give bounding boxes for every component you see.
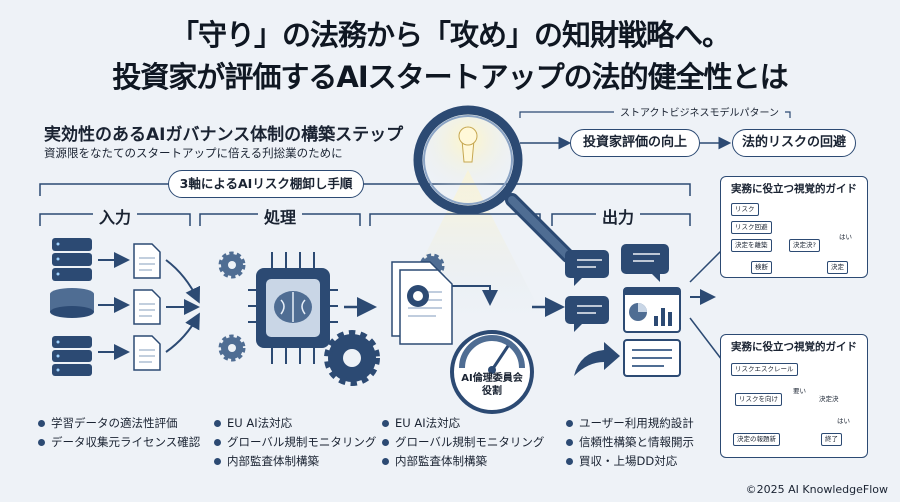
input-bullets: 学習データの適法性評価 データ収集元ライセンス確認: [38, 414, 200, 452]
server-icon: [50, 238, 94, 376]
flow-node: 終了: [821, 433, 842, 446]
document-icon: [391, 261, 453, 345]
list-item: ユーザー利用規約設計: [566, 414, 694, 433]
credit-text: ©2025 AI KnowledgeFlow: [745, 483, 888, 496]
flow-node: 決定: [827, 261, 848, 274]
list-item: EU AI法対応: [214, 414, 376, 433]
legal-risk-pill: 法的リスクの回避: [732, 129, 856, 157]
list-item: グローバル規制モニタリング: [214, 433, 376, 452]
list-item: 信頼性構築と情報開示: [566, 433, 694, 452]
list-item: 内部監査体制構築: [382, 452, 544, 471]
visual-guide-2: 実務に役立つ視覚的ガイド リスクエスクレール リスクを向け 要い 決定決 はい …: [720, 334, 868, 458]
flow-label: はい: [839, 233, 852, 241]
document-icon: [133, 243, 161, 371]
flow-node: リスク: [731, 203, 759, 216]
section-title: 実効性のあるAIガバナンス体制の構築ステップ: [44, 125, 404, 145]
main-title-line2: 投資家が評価するAIスタートアップの法的健全性とは: [112, 60, 788, 94]
flow-label: 要い: [793, 387, 806, 395]
ethics-committee-badge: AI倫理委員会 役割: [452, 372, 532, 398]
column-head-process: 処理: [258, 204, 303, 228]
list-item: グローバル規制モニタリング: [382, 433, 544, 452]
list-item: データ収集元ライセンス確認: [38, 433, 200, 452]
flow-label: はい: [837, 417, 850, 425]
review-bullets: EU AI法対応 グローバル規制モニタリング 内部監査体制構築: [382, 414, 544, 471]
column-head-output: 出力: [596, 204, 641, 228]
column-head-input: 入力: [93, 204, 138, 228]
flow-node: 検断: [751, 261, 772, 274]
gauge-icon: [450, 330, 534, 414]
magnifier-icon: [413, 105, 575, 263]
chip-brain-icon: [248, 252, 338, 364]
flow-label: 決定決: [819, 395, 839, 403]
output-bullets: ユーザー利用規約設計 信頼性構築と情報開示 買収・上場DD対応: [566, 414, 694, 471]
badge-line2: 役割: [482, 386, 502, 397]
flow-node: 決定を離築: [731, 239, 772, 252]
flow-node: 決定決?: [789, 239, 820, 252]
guide-title: 実務に役立つ視覚的ガイド: [731, 341, 857, 353]
guide-title: 実務に役立つ視覚的ガイド: [731, 183, 857, 195]
list-item: 学習データの適法性評価: [38, 414, 200, 433]
investor-evaluation-pill: 投資家評価の向上: [570, 129, 700, 157]
audit-banner: 3軸によるAIリスク棚卸し手順: [168, 170, 364, 198]
process-bullets: EU AI法対応 グローバル規制モニタリング 内部監査体制構築: [214, 414, 376, 471]
main-title-line1: 「守り」の法務から「攻め」の知財戦略へ。: [169, 18, 731, 52]
list-item: EU AI法対応: [382, 414, 544, 433]
list-item: 内部監査体制構築: [214, 452, 376, 471]
flow-node: リスクを向け: [735, 393, 782, 406]
share-arrow-icon: [574, 342, 620, 376]
visual-guide-1: 実務に役立つ視覚的ガイド リスク リスク回避 決定を離築 決定決? はい 検断 …: [720, 176, 868, 278]
outcome-tag: ストアクトビジネスモデルパターン: [614, 104, 785, 119]
flow-node: リスクエスクレール: [731, 363, 798, 376]
gear-icon: [218, 251, 445, 386]
flow-node: リスク回避: [731, 221, 772, 234]
badge-line1: AI倫理委員会: [461, 373, 523, 384]
section-subtitle: 資源限をなたてのスタートアップに倍える刋捴業のために: [44, 146, 343, 160]
list-item: 買収・上場DD対応: [566, 452, 694, 471]
flow-node: 決定の報題新: [733, 433, 780, 446]
dashboard-icon: [623, 287, 681, 377]
